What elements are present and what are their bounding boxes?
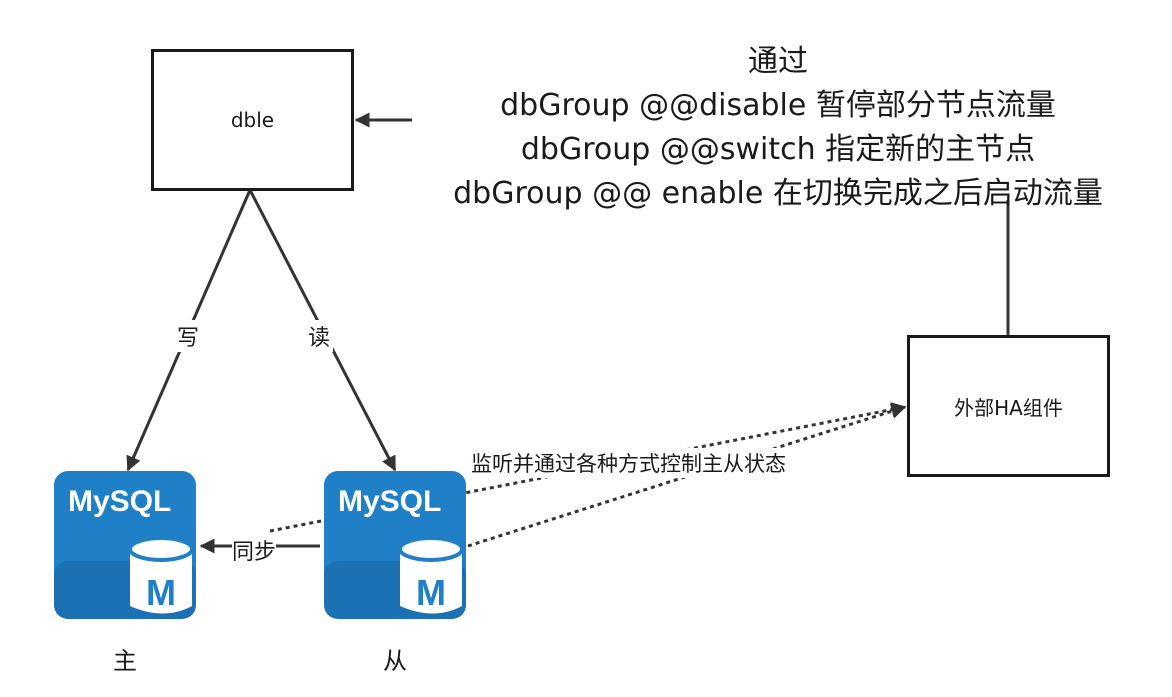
ha-component-node: 外部HA组件 <box>907 335 1110 477</box>
master-caption: 主 <box>113 647 137 675</box>
master-logo-text: MySQL <box>68 485 171 518</box>
ha-command-annotation: 通过 dbGroup @@disable 暂停部分节点流量 dbGroup @@… <box>408 40 1148 216</box>
slave-caption: 从 <box>383 647 407 675</box>
dble-node: dble <box>151 49 354 191</box>
annotation-line: dbGroup @@ enable 在切换完成之后启动流量 <box>453 176 1103 211</box>
mysql-master-icon: MySQL M <box>54 471 196 619</box>
dble-node-label: dble <box>230 108 275 132</box>
sync-edge-label: 同步 <box>232 534 277 566</box>
database-icon <box>128 536 194 614</box>
read-edge-label: 读 <box>305 320 334 352</box>
write-edge-label: 写 <box>174 320 203 352</box>
mysql-slave-icon: MySQL M <box>324 471 466 619</box>
slave-logo-text: MySQL <box>338 485 441 518</box>
annotation-line: dbGroup @@switch 指定新的主节点 <box>520 132 1036 167</box>
annotation-line: dbGroup @@disable 暂停部分节点流量 <box>500 88 1056 123</box>
monitor-edge-label: 监听并通过各种方式控制主从状态 <box>468 448 789 478</box>
master-badge: M <box>146 572 176 613</box>
database-icon <box>398 536 464 614</box>
annotation-line: 通过 <box>748 44 808 79</box>
ha-node-label: 外部HA组件 <box>954 395 1063 420</box>
slave-badge: M <box>416 572 446 613</box>
